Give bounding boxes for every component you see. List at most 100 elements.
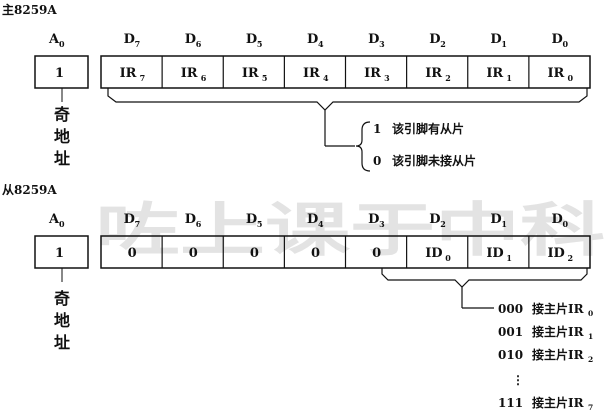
svg-text:D: D <box>307 32 318 47</box>
master-odd-char-2: 地 <box>54 127 70 146</box>
svg-text:4: 4 <box>318 39 324 49</box>
svg-text:ID: ID <box>486 246 503 261</box>
svg-text:2: 2 <box>588 355 593 364</box>
svg-text:7: 7 <box>135 219 141 229</box>
svg-text:1: 1 <box>501 39 507 49</box>
svg-text:0: 0 <box>373 154 381 168</box>
svg-text:0: 0 <box>567 73 573 83</box>
svg-text:2: 2 <box>445 73 451 83</box>
svg-text:0: 0 <box>445 253 451 263</box>
svg-text:4: 4 <box>318 219 324 229</box>
master-option-0: 0 该引脚未接从片 <box>373 153 476 168</box>
svg-text:IR: IR <box>181 66 198 81</box>
svg-text:0: 0 <box>311 246 320 261</box>
svg-text:D: D <box>551 212 562 227</box>
svg-text:0: 0 <box>59 219 65 229</box>
svg-text:IR: IR <box>120 66 137 81</box>
slave-odd-char-2: 地 <box>54 311 70 330</box>
svg-text:000: 000 <box>498 302 523 316</box>
svg-text:3: 3 <box>384 73 390 83</box>
svg-text:001: 001 <box>498 325 523 339</box>
svg-text:6: 6 <box>196 39 202 49</box>
slave-option-001: 001 接主片IR 1 <box>498 324 593 341</box>
svg-text:D: D <box>307 212 318 227</box>
svg-text:该引脚未接从片: 该引脚未接从片 <box>392 153 476 168</box>
slave-option-111: 111 接主片IR 7 <box>498 395 593 412</box>
svg-text:0: 0 <box>250 246 259 261</box>
svg-text:D: D <box>185 32 196 47</box>
svg-text:D: D <box>368 32 379 47</box>
svg-text:接主片IR: 接主片IR <box>532 347 585 362</box>
master-options-brace <box>355 121 371 172</box>
master-brace <box>107 88 588 111</box>
slave-odd-char-1: 奇 <box>54 289 70 308</box>
svg-text:2: 2 <box>440 39 446 49</box>
master-option-1: 1 该引脚有从片 <box>373 121 464 136</box>
svg-text:D: D <box>551 32 562 47</box>
svg-text:IR: IR <box>242 66 259 81</box>
svg-text:接主片IR: 接主片IR <box>532 324 585 339</box>
slave-a0-header: A 0 <box>48 212 65 229</box>
svg-text:1: 1 <box>506 253 512 263</box>
svg-text:接主片IR: 接主片IR <box>532 301 585 316</box>
svg-text:D: D <box>429 32 440 47</box>
slave-odd-char-3: 址 <box>54 333 70 352</box>
svg-text:5: 5 <box>257 219 263 229</box>
svg-text:2: 2 <box>440 219 446 229</box>
svg-text:5: 5 <box>257 39 263 49</box>
svg-text:D: D <box>490 212 501 227</box>
slave-cell-0-0: 0 <box>128 246 137 261</box>
svg-text:111: 111 <box>498 396 523 410</box>
svg-text:ID: ID <box>425 246 442 261</box>
slave-cell-0-3: 0 <box>311 246 320 261</box>
svg-text:5: 5 <box>262 73 268 83</box>
svg-text:A: A <box>48 212 60 227</box>
svg-text:该引脚有从片: 该引脚有从片 <box>392 121 464 136</box>
slave-brace <box>381 268 588 288</box>
master-odd-char-1: 奇 <box>54 105 70 124</box>
svg-text:7: 7 <box>135 39 141 49</box>
svg-text:接主片IR: 接主片IR <box>532 395 585 410</box>
svg-text:1: 1 <box>373 122 381 136</box>
svg-text:0: 0 <box>562 39 568 49</box>
slave-cell-0-4: 0 <box>372 246 381 261</box>
slave-title: 从8259A <box>2 183 57 197</box>
svg-text:0: 0 <box>59 39 65 49</box>
svg-text:IR: IR <box>364 66 381 81</box>
svg-text:6: 6 <box>201 73 207 83</box>
master-title: 主8259A <box>2 2 57 17</box>
svg-text:3: 3 <box>379 39 385 49</box>
svg-text:D: D <box>429 212 440 227</box>
master-a0-header: A 0 <box>48 32 65 49</box>
svg-text:0: 0 <box>372 246 381 261</box>
svg-text:1: 1 <box>501 219 507 229</box>
svg-text:D: D <box>490 32 501 47</box>
svg-text:2: 2 <box>567 253 573 263</box>
svg-text:D: D <box>246 212 257 227</box>
